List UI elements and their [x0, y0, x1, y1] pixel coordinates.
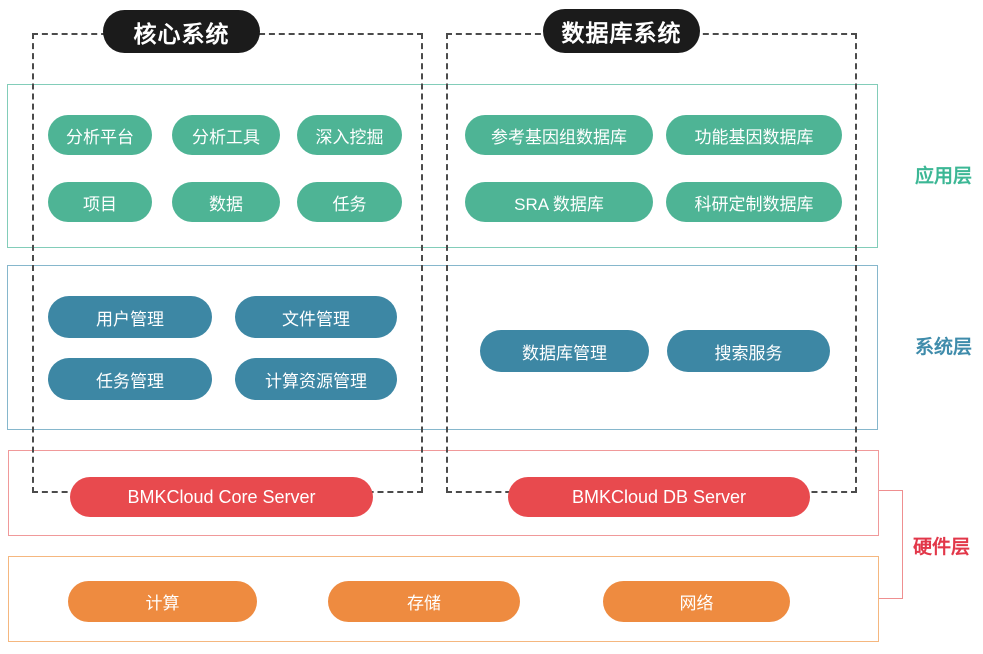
app-pill-projects: 项目	[48, 182, 152, 222]
hw-pill-network: 网络	[603, 581, 790, 622]
app-pill-functional-gene-db: 功能基因数据库	[666, 115, 842, 155]
app-pill-tasks: 任务	[297, 182, 402, 222]
app-pill-custom-research-db: 科研定制数据库	[666, 182, 842, 222]
application-layer-label: 应用层	[915, 166, 973, 187]
hardware-layer-label: 硬件层	[913, 537, 971, 558]
hw-pill-bmkcloud-core-server: BMKCloud Core Server	[70, 477, 373, 517]
system-layer-box	[7, 265, 878, 430]
sys-pill-user-management: 用户管理	[48, 296, 212, 338]
sys-pill-task-management: 任务管理	[48, 358, 212, 400]
core-system-dashed-box	[32, 33, 423, 493]
hw-pill-compute: 计算	[68, 581, 257, 622]
application-layer-box	[7, 84, 878, 248]
hardware-layer-bracket	[879, 490, 903, 599]
sys-pill-search-service: 搜索服务	[667, 330, 830, 372]
app-pill-deep-mining: 深入挖掘	[297, 115, 402, 155]
app-pill-analysis-tools: 分析工具	[172, 115, 280, 155]
group-header-db-system: 数据库系统	[543, 9, 700, 53]
app-pill-reference-genome-db: 参考基因组数据库	[465, 115, 653, 155]
db-system-dashed-box	[446, 33, 857, 493]
sys-pill-file-management: 文件管理	[235, 296, 397, 338]
hw-pill-storage: 存储	[328, 581, 520, 622]
sys-pill-database-management: 数据库管理	[480, 330, 649, 372]
hardware-server-layer-box	[8, 450, 879, 536]
group-header-core-system: 核心系统	[103, 10, 260, 53]
sys-pill-compute-resource-management: 计算资源管理	[235, 358, 397, 400]
app-pill-sra-db: SRA 数据库	[465, 182, 653, 222]
app-pill-data: 数据	[172, 182, 280, 222]
app-pill-analysis-platform: 分析平台	[48, 115, 152, 155]
hardware-resource-layer-box	[8, 556, 879, 642]
hw-pill-bmkcloud-db-server: BMKCloud DB Server	[508, 477, 810, 517]
system-layer-label: 系统层	[915, 337, 973, 358]
